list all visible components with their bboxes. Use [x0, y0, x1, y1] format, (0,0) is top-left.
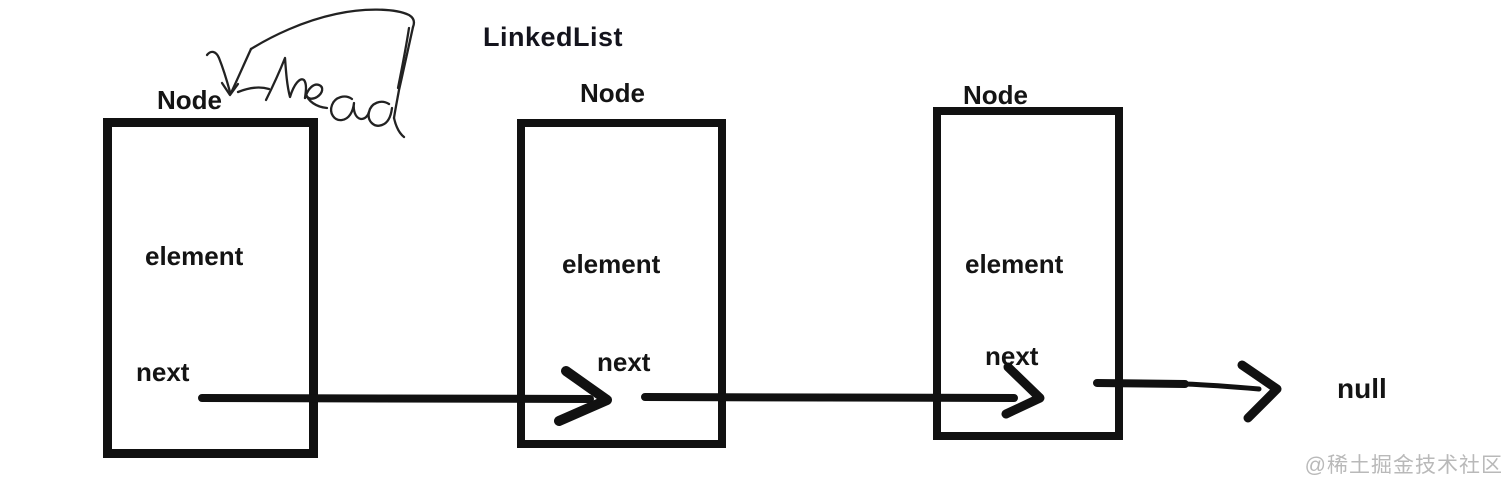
head-pointer-arrowhead-icon [220, 81, 240, 97]
node3-box [933, 107, 1123, 440]
arrow-node3-to-null [1093, 360, 1282, 423]
node3-label: Node [963, 80, 1028, 110]
node1-next-field: next [136, 357, 190, 387]
node1-element-field: element [145, 241, 244, 271]
null-terminator-label: null [1337, 373, 1387, 404]
node2-next-field: next [597, 347, 651, 377]
node1-box [103, 118, 318, 458]
node2-box [517, 119, 726, 448]
node3-element-field: element [965, 249, 1064, 279]
node3-next-field: next [985, 341, 1039, 371]
arrowhead-icon [1237, 360, 1282, 423]
head-annotation-text: head [0, 0, 1, 1]
watermark: @稀土掘金技术社区 [1304, 454, 1503, 477]
node2-label: Node [580, 78, 645, 108]
node2-element-field: element [562, 249, 661, 279]
diagram-title: LinkedList [483, 22, 624, 52]
node1-label: Node [157, 85, 222, 115]
